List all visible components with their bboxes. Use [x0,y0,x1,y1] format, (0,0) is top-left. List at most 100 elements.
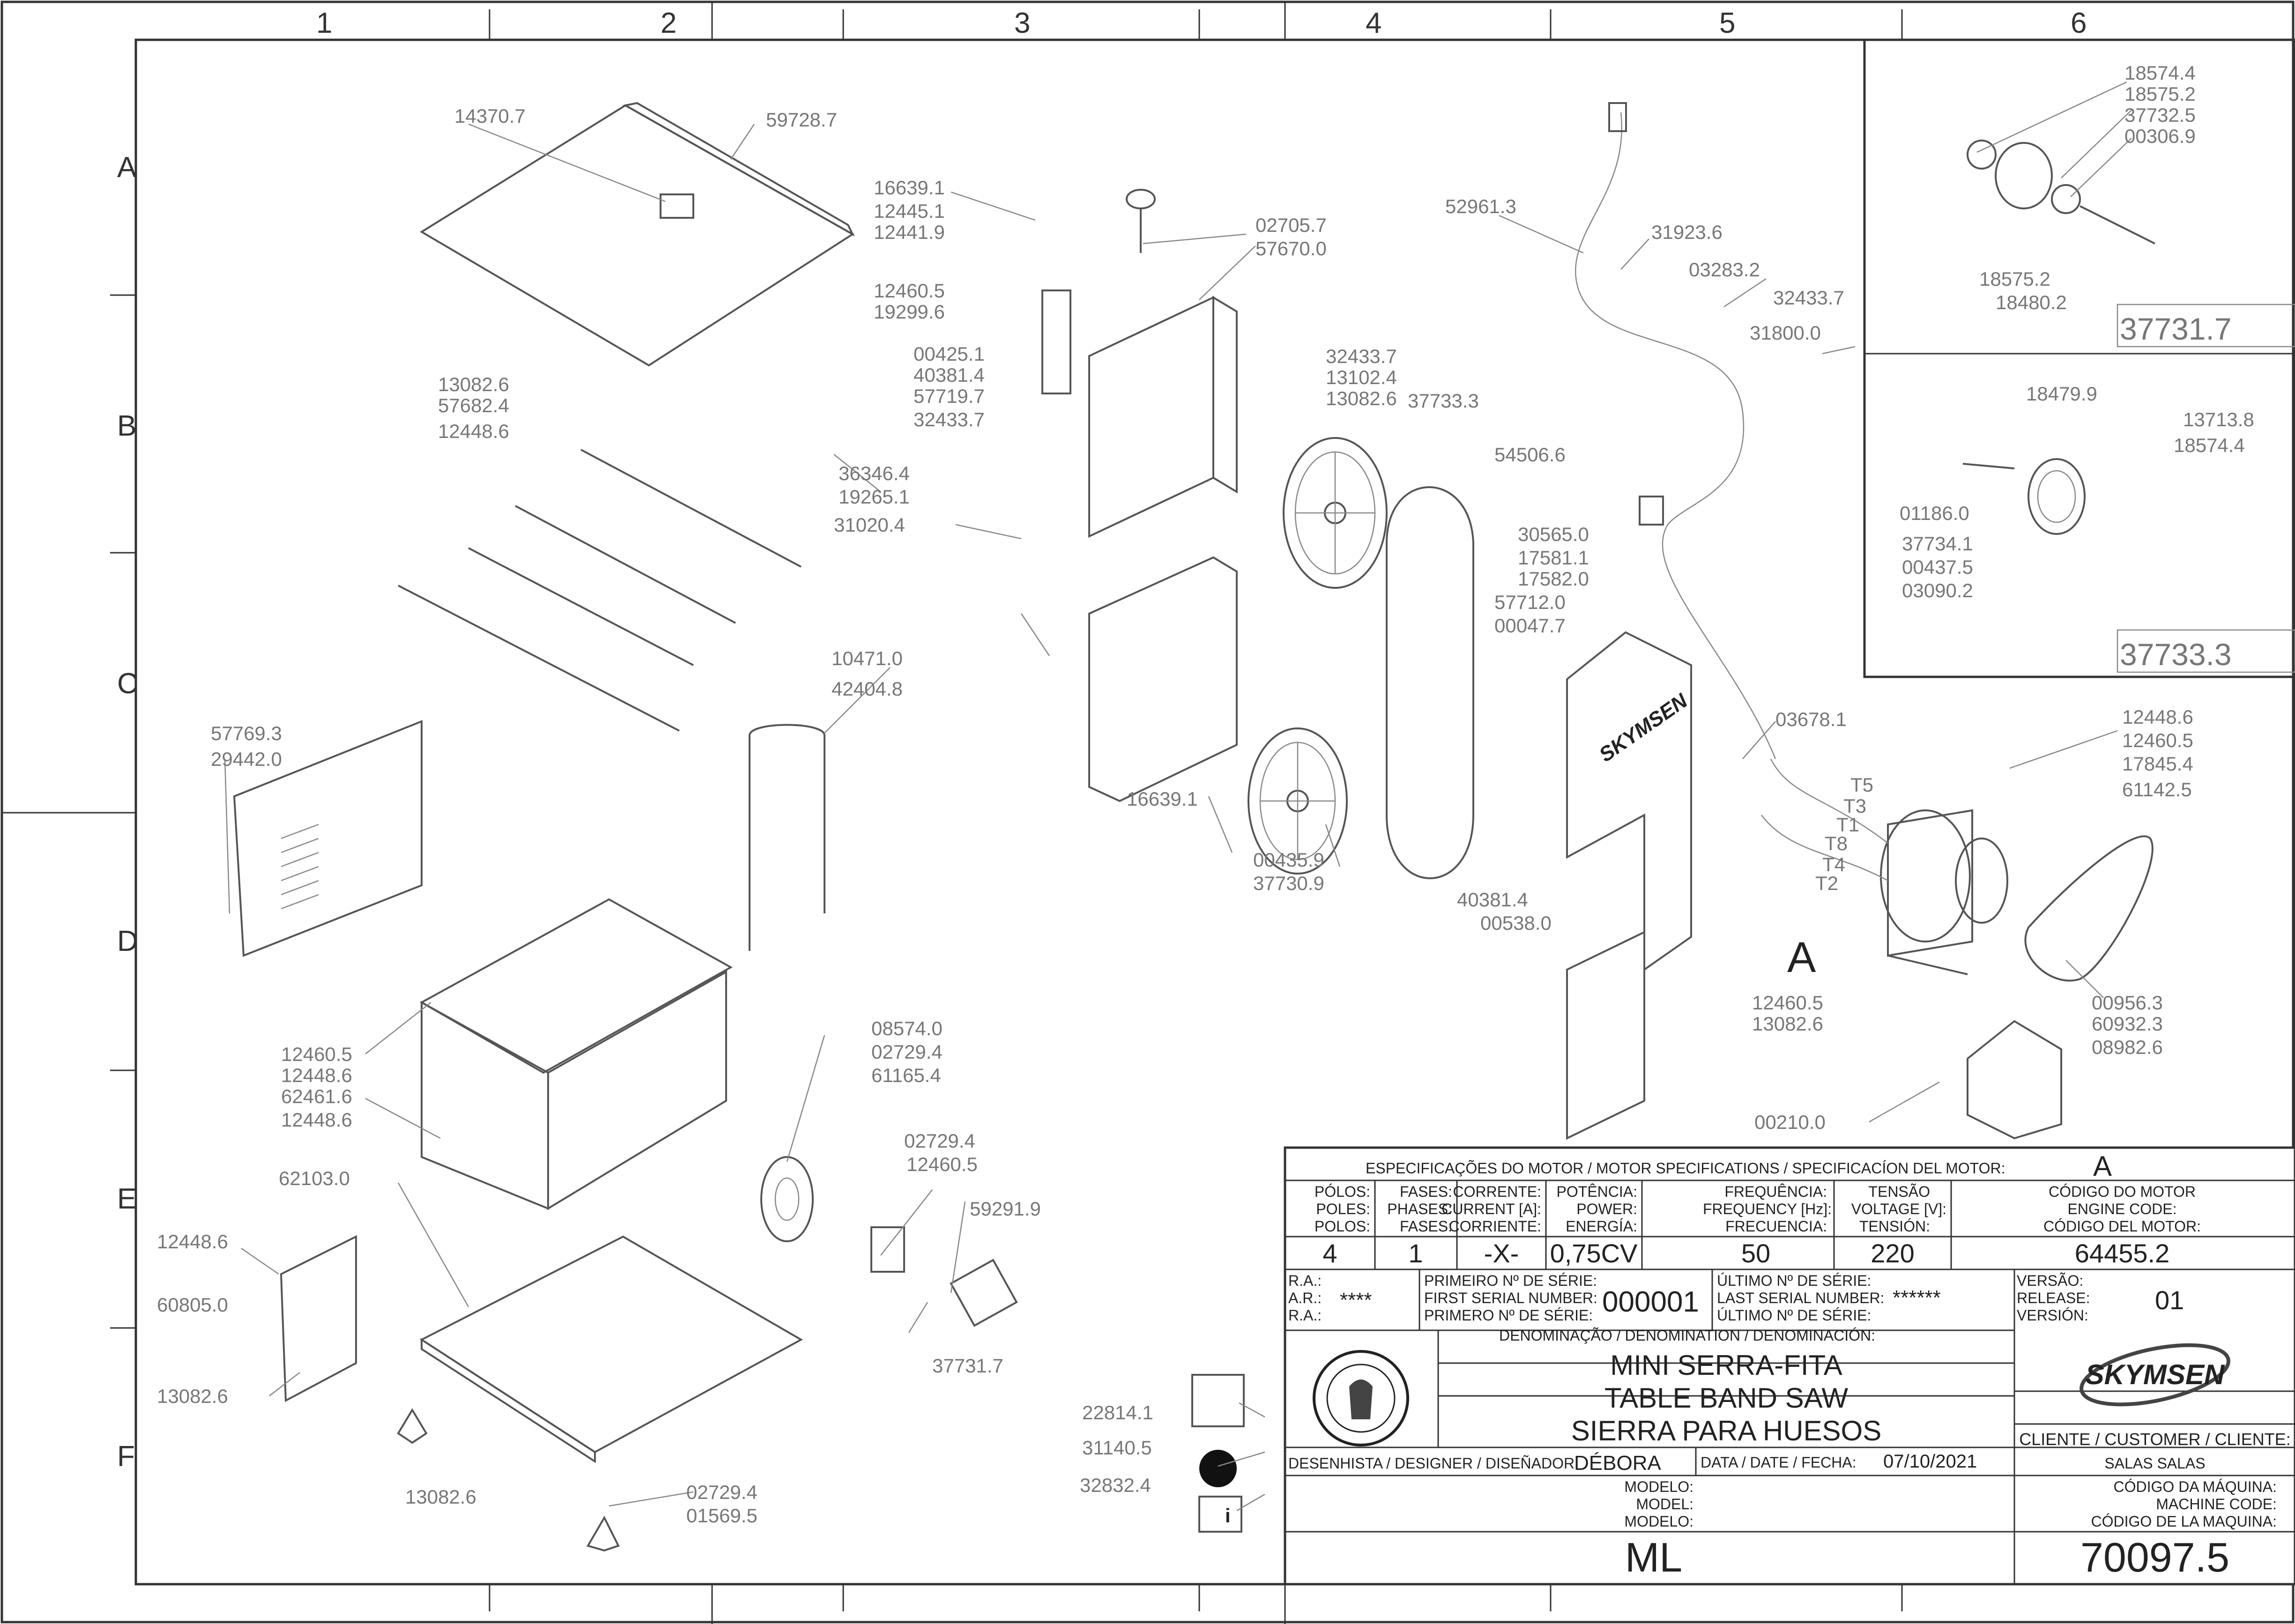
part-label: 00306.9 [2124,125,2196,147]
part-label: 37730.9 [1253,872,1324,894]
leader-lines [224,81,2132,1512]
current-value: -X- [1484,1238,1519,1268]
poles-label-es: POLOS: [1315,1218,1370,1235]
part-label: 22814.1 [1082,1402,1153,1424]
first-serial-label-pt: PRIMEIRO Nº DE SÉRIE: [1424,1272,1597,1289]
part-label: 00437.5 [1902,556,1973,578]
ra-value: **** [1340,1289,1372,1312]
denomination-header: DENOMINAÇÃO / DENOMINATION / DENOMINACIÓ… [1499,1327,1875,1344]
model-label-es: MODELO: [1624,1513,1693,1530]
detail-top-shaft [1967,140,2155,245]
model-label-en: MODEL: [1636,1496,1693,1513]
part-label: 31020.4 [834,514,905,536]
part-label: 12460.5 [281,1043,352,1065]
detail-bottom-wheel [1962,458,2086,535]
part-label: 60805.0 [157,1294,228,1316]
zone-row-b: B [117,410,136,442]
service-stamp [1313,1350,1409,1446]
zone-col-4: 4 [1366,7,1381,39]
side-panel [233,720,423,957]
name-english: TABLE BAND SAW [1604,1382,1848,1414]
zone-col-3: 3 [1014,7,1030,39]
date-label: DATA / DATE / FECHA: [1701,1454,1856,1471]
part-label: 32433.7 [914,408,985,430]
voltage-label-es: TENSIÓN: [1859,1218,1930,1235]
part-label: 08574.0 [871,1017,943,1039]
machine-code-value: 70097.5 [2080,1534,2229,1580]
part-label: 32433.7 [1326,345,1397,367]
pulley-assembly [760,1156,1018,1327]
machine-code-label-pt: CÓDIGO DA MÁQUINA: [2114,1478,2277,1495]
part-label: 12448.6 [157,1231,228,1253]
code-label-en: ENGINE CODE: [2068,1201,2177,1217]
poles-label-en: POLES: [1316,1201,1370,1217]
detail-ref-2: 37733.3 [2120,637,2232,672]
part-label: 40381.4 [1457,889,1528,911]
zone-row-f: F [117,1440,135,1473]
part-label: 30565.0 [1518,523,1589,545]
part-label: 12460.5 [1752,992,1823,1014]
motor: A [1787,809,2008,981]
last-serial-label-en: LAST SERIAL NUMBER: [1717,1290,1884,1306]
wire-t8: T8 [1825,832,1848,854]
part-label: 08982.6 [2092,1036,2163,1058]
upper-frame-column [1041,289,1238,802]
detail-a-marker: A [1787,934,1816,981]
part-label: 31800.0 [1750,322,1821,344]
part-label: 18480.2 [1996,291,2067,313]
name-spanish: SIERRA PARA HUESOS [1571,1415,1881,1446]
wire-t2: T2 [1815,872,1838,894]
freq-value: 50 [1741,1238,1770,1268]
freq-label-en: FREQUENCY [Hz]: [1703,1201,1832,1217]
part-label: 57769.3 [211,722,282,744]
first-serial-label-es: PRIMERO Nº DE SÉRIE: [1424,1307,1593,1324]
part-label: 40381.4 [914,364,985,386]
part-label: 18479.9 [2026,383,2097,405]
zone-col-2: 2 [661,7,676,39]
ra-label-en: A.R.: [1288,1290,1322,1306]
customer-value: SALAS SALAS [2104,1455,2205,1472]
knob [1126,189,1156,253]
part-label: 00047.7 [1494,615,1566,637]
part-label: 12460.5 [906,1153,978,1175]
phases-label-es: FASES: [1400,1218,1452,1235]
part-label: 02729.4 [686,1481,758,1503]
u-rod [749,724,825,951]
code-label-pt: CÓDIGO DO MOTOR [2049,1183,2196,1200]
part-label: 13102.4 [1326,366,1397,388]
part-label: 13082.6 [405,1486,476,1508]
machine-code-label-en: MACHINE CODE: [2156,1496,2277,1513]
machine-code-label-es: CÓDIGO DE LA MAQUINA: [2091,1513,2277,1530]
part-number-labels: 14370.7 59728.7 16639.1 12445.1 12441.9 … [157,62,2254,1527]
freq-label-es: FRECUENCIA: [1725,1218,1827,1235]
part-label: 31923.6 [1651,221,1723,243]
motor-belt [2024,835,2154,982]
zone-col-5: 5 [1719,7,1735,39]
model-value: ML [1625,1534,1682,1580]
version-label-en: RELEASE: [2017,1290,2090,1306]
part-label: 18574.4 [2124,62,2196,84]
saw-blade [1386,486,1474,879]
specs-detail: A [2093,1150,2112,1182]
motor-bracket [1967,1020,2062,1140]
part-label: 10471.0 [832,647,903,669]
part-label: 12448.6 [438,420,509,442]
top-table-plate [420,102,855,367]
part-label: 16639.1 [874,177,945,199]
voltage-label-en: VOLTAGE [V]: [1851,1201,1946,1217]
part-label: 18574.4 [2174,434,2245,456]
part-label: 62103.0 [279,1167,350,1189]
part-label: 61142.5 [2122,779,2192,801]
part-label: 14370.7 [454,105,526,127]
voltage-label-pt: TENSÃO [1868,1183,1930,1200]
part-label: 00538.0 [1480,912,1552,934]
part-label: 12448.6 [2122,706,2193,728]
part-label: 57712.0 [1494,591,1566,613]
part-label: 03090.2 [1902,579,1973,601]
part-label: 16639.1 [1127,788,1198,810]
part-label: 02705.7 [1255,214,1327,236]
cable-and-switch [1575,102,1776,759]
brand-name: SKYMSEN [2086,1359,2225,1390]
part-label: 13082.6 [1326,387,1397,409]
zone-row-d: D [117,925,138,957]
